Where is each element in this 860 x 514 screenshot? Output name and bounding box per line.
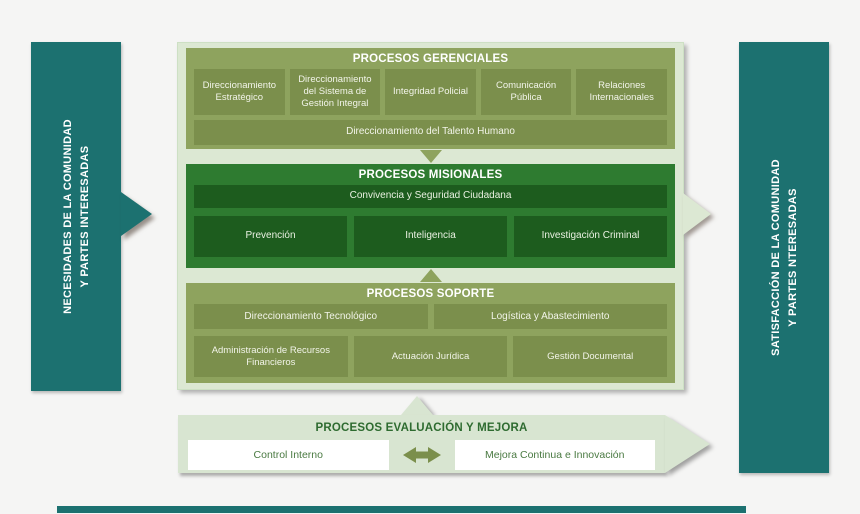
process-box-inteligencia: Inteligencia [354,215,507,257]
process-box-comunicacion-publica: Comunicación Pública [480,69,572,115]
soporte-box-row1: Direccionamiento Tecnológico Logística y… [194,304,667,330]
process-box-sistema-gestion-integral: Direccionamiento del Sistema de Gestión … [289,69,381,115]
process-panel: PROCESOS GERENCIALES Direccionamiento Es… [177,42,684,390]
needs-right-arrow-icon [121,192,152,236]
section-soporte: PROCESOS SOPORTE Direccionamiento Tecnol… [186,283,675,383]
process-box-gestion-documental: Gestión Documental [513,336,668,378]
double-headed-arrow-icon [402,447,441,463]
gerenciales-title: PROCESOS GERENCIALES [352,53,509,65]
panel-right-arrow-icon [683,193,711,235]
process-box-logistica-abastecimiento: Logística y Abastecimiento [433,304,667,330]
process-box-convivencia-seguridad: Convivencia y Seguridad Ciudadana [194,184,667,208]
process-box-direccionamiento-tecnologico: Direccionamiento Tecnológico [194,304,428,330]
evaluacion-box-row: Control Interno Mejora Continua e Innova… [188,440,655,470]
process-box-investigacion-criminal: Investigación Criminal [514,215,667,257]
process-box-control-interno: Control Interno [188,440,389,470]
section-gerenciales: PROCESOS GERENCIALES Direccionamiento Es… [186,48,675,149]
misionales-box-row: Prevención Inteligencia Investigación Cr… [194,215,667,257]
needs-banner-label: NECESIDADES DE LA COMUNIDAD Y PARTES INT… [60,119,93,314]
section-misionales: PROCESOS MISIONALES Convivencia y Seguri… [186,163,675,269]
process-box-direccionamiento-estrategico: Direccionamiento Estratégico [194,69,285,115]
soporte-to-misionales-gap [186,268,675,283]
bottom-divider [57,506,746,513]
evaluacion-right-arrowhead-icon [665,415,710,473]
arrow-down-icon [419,149,442,163]
soporte-title: PROCESOS SOPORTE [366,288,495,301]
needs-banner: NECESIDADES DE LA COMUNIDAD Y PARTES INT… [31,42,121,391]
satisfaction-banner-line1: SATISFACCIÓN DE LA COMUNIDAD [769,159,782,356]
process-box-integridad-policial: Integridad Policial [385,69,476,115]
process-box-recursos-financieros: Administración de Recursos Financieros [194,336,348,378]
satisfaction-banner: SATISFACCIÓN DE LA COMUNIDAD Y PARTES NT… [739,42,829,473]
process-box-mejora-continua: Mejora Continua e Innovación [454,440,655,470]
satisfaction-banner-label: SATISFACCIÓN DE LA COMUNIDAD Y PARTES NT… [768,159,801,356]
needs-banner-line2: Y PARTES INTERESADAS [78,145,91,288]
evaluacion-title: PROCESOS EVALUACIÓN Y MEJORA [315,422,528,434]
arrow-up-icon [419,269,442,283]
process-box-talento-humano: Direccionamiento del Talento Humano [194,120,667,145]
soporte-box-row2: Administración de Recursos Financieros A… [194,336,668,378]
needs-banner-line1: NECESIDADES DE LA COMUNIDAD [61,119,74,314]
section-evaluacion-mejora: PROCESOS EVALUACIÓN Y MEJORA Control Int… [178,415,665,473]
misionales-title: PROCESOS MISIONALES [358,168,503,181]
process-box-actuacion-juridica: Actuación Jurídica [353,336,508,378]
process-box-relaciones-internacionales: Relaciones Internacionales [576,69,667,115]
evaluacion-up-arrow-icon [401,396,433,415]
satisfaction-banner-line2: Y PARTES NTERESADAS [786,188,798,327]
double-arrow-wrap [389,446,455,464]
gerenciales-to-misionales-gap [186,149,675,164]
gerenciales-box-row: Direccionamiento Estratégico Direccionam… [194,69,667,115]
process-box-prevencion: Prevención [194,215,347,257]
